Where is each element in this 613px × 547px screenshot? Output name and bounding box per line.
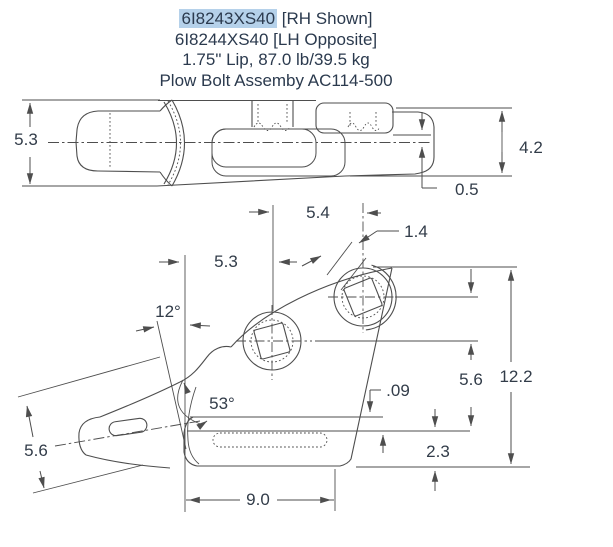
angle-lip: 53° xyxy=(209,394,235,413)
dim-boss-width: 1.4 xyxy=(404,222,428,241)
top-view-dimensions xyxy=(22,99,512,189)
dim-nose-height: 5.6 xyxy=(24,441,48,460)
dim-overall-length: 9.0 xyxy=(246,490,270,509)
title-line-2: 6I8244XS40 [LH Opposite] xyxy=(174,29,378,49)
dim-hole-spacing: 5.4 xyxy=(306,203,330,222)
title-line-1: 6I8243XS40 [RH Shown] xyxy=(0,9,552,30)
dim-top-view-width: 5.3 xyxy=(14,130,38,149)
top-view-part xyxy=(48,99,435,187)
dim-front-hole-setback: 5.3 xyxy=(214,252,238,271)
title-line-4: Plow Bolt Assemby AC114-500 xyxy=(159,70,393,90)
side-view-part xyxy=(54,241,470,469)
rh-note: [RH Shown] xyxy=(277,9,373,28)
dim-heel-height: 2.3 xyxy=(426,442,450,461)
title-line-3: 1.75" Lip, 87.0 lb/39.5 kg xyxy=(182,50,370,69)
angle-shank: 12° xyxy=(155,302,181,321)
dim-top-view-offset: 0.5 xyxy=(455,180,479,199)
dim-top-view-rear-width: 4.2 xyxy=(519,138,543,157)
part-number-highlight: 6I8243XS40 xyxy=(179,9,278,28)
side-view-dimensions xyxy=(17,203,530,512)
dim-lip-step: .09 xyxy=(386,381,410,400)
dim-overall-height: 12.2 xyxy=(499,367,532,386)
title-block: 6I8243XS40 [RH Shown] 6I8244XS40 [LH Opp… xyxy=(0,9,552,91)
dim-hole-to-heel: 5.6 xyxy=(459,370,483,389)
